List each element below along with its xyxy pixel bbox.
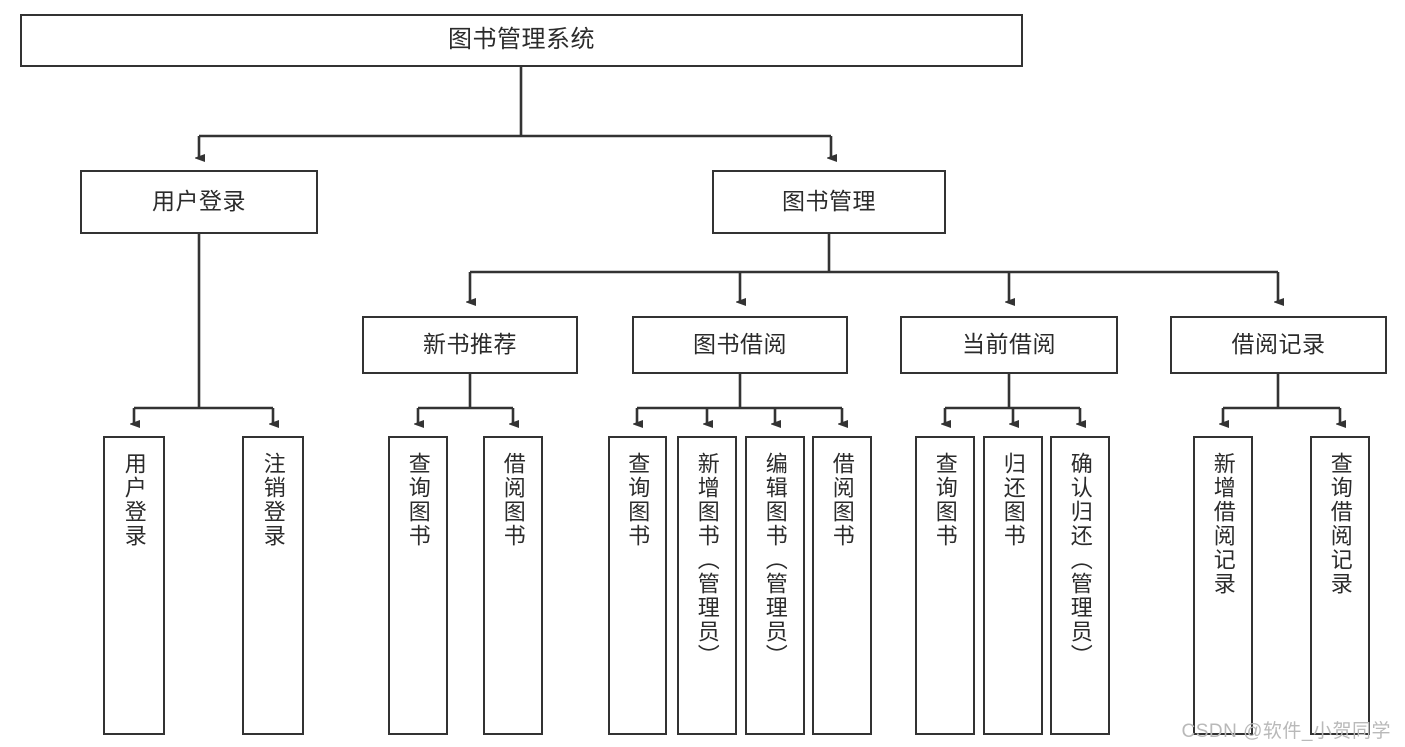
node-leaf-query-record[interactable]: 查询借阅记录	[1310, 436, 1370, 735]
node-leaf-query-book-3[interactable]: 查询图书	[915, 436, 975, 735]
node-book-manage-label: 图书管理	[782, 188, 876, 215]
node-leaf-borrow-book-1-label: 借阅图书	[500, 452, 526, 548]
node-leaf-add-record-label: 新增借阅记录	[1210, 452, 1236, 596]
node-leaf-return-book[interactable]: 归还图书	[983, 436, 1043, 735]
node-current-borrow[interactable]: 当前借阅	[900, 316, 1118, 374]
node-borrow-record-label: 借阅记录	[1231, 331, 1326, 358]
node-leaf-add-book[interactable]: 新增图书（管理员）	[677, 436, 737, 735]
node-new-book-recommend[interactable]: 新书推荐	[362, 316, 578, 374]
node-leaf-query-book-2-label: 查询图书	[625, 452, 651, 548]
node-borrow-record[interactable]: 借阅记录	[1170, 316, 1387, 374]
node-book-borrow[interactable]: 图书借阅	[632, 316, 848, 374]
node-root-label: 图书管理系统	[448, 26, 595, 54]
node-current-borrow-label: 当前借阅	[962, 331, 1056, 358]
node-new-book-recommend-label: 新书推荐	[423, 331, 517, 358]
node-book-manage[interactable]: 图书管理	[712, 170, 946, 234]
node-leaf-add-record[interactable]: 新增借阅记录	[1193, 436, 1253, 735]
node-leaf-add-book-label: 新增图书（管理员）	[694, 452, 720, 668]
node-leaf-query-record-label: 查询借阅记录	[1327, 452, 1353, 596]
node-leaf-query-book-1-label: 查询图书	[405, 452, 431, 548]
node-leaf-logout-label: 注销登录	[260, 452, 286, 548]
watermark-text: CSDN @软件_小贺同学	[1181, 721, 1391, 742]
node-leaf-borrow-book-1[interactable]: 借阅图书	[483, 436, 543, 735]
node-leaf-borrow-book-2-label: 借阅图书	[829, 452, 855, 548]
node-user-login-label: 用户登录	[152, 188, 246, 215]
node-leaf-return-book-label: 归还图书	[1000, 452, 1026, 548]
node-leaf-confirm-return-label: 确认归还（管理员）	[1067, 452, 1093, 668]
node-leaf-user-login-label: 用户登录	[121, 452, 147, 548]
node-leaf-edit-book[interactable]: 编辑图书（管理员）	[745, 436, 805, 735]
node-user-login[interactable]: 用户登录	[80, 170, 318, 234]
node-leaf-borrow-book-2[interactable]: 借阅图书	[812, 436, 872, 735]
node-leaf-query-book-1[interactable]: 查询图书	[388, 436, 448, 735]
node-leaf-user-login[interactable]: 用户登录	[103, 436, 165, 735]
node-leaf-logout[interactable]: 注销登录	[242, 436, 304, 735]
node-leaf-edit-book-label: 编辑图书（管理员）	[762, 452, 788, 668]
node-leaf-query-book-2[interactable]: 查询图书	[608, 436, 667, 735]
node-root[interactable]: 图书管理系统	[20, 14, 1023, 67]
node-leaf-confirm-return[interactable]: 确认归还（管理员）	[1050, 436, 1110, 735]
node-book-borrow-label: 图书借阅	[693, 331, 787, 358]
node-leaf-query-book-3-label: 查询图书	[932, 452, 958, 548]
